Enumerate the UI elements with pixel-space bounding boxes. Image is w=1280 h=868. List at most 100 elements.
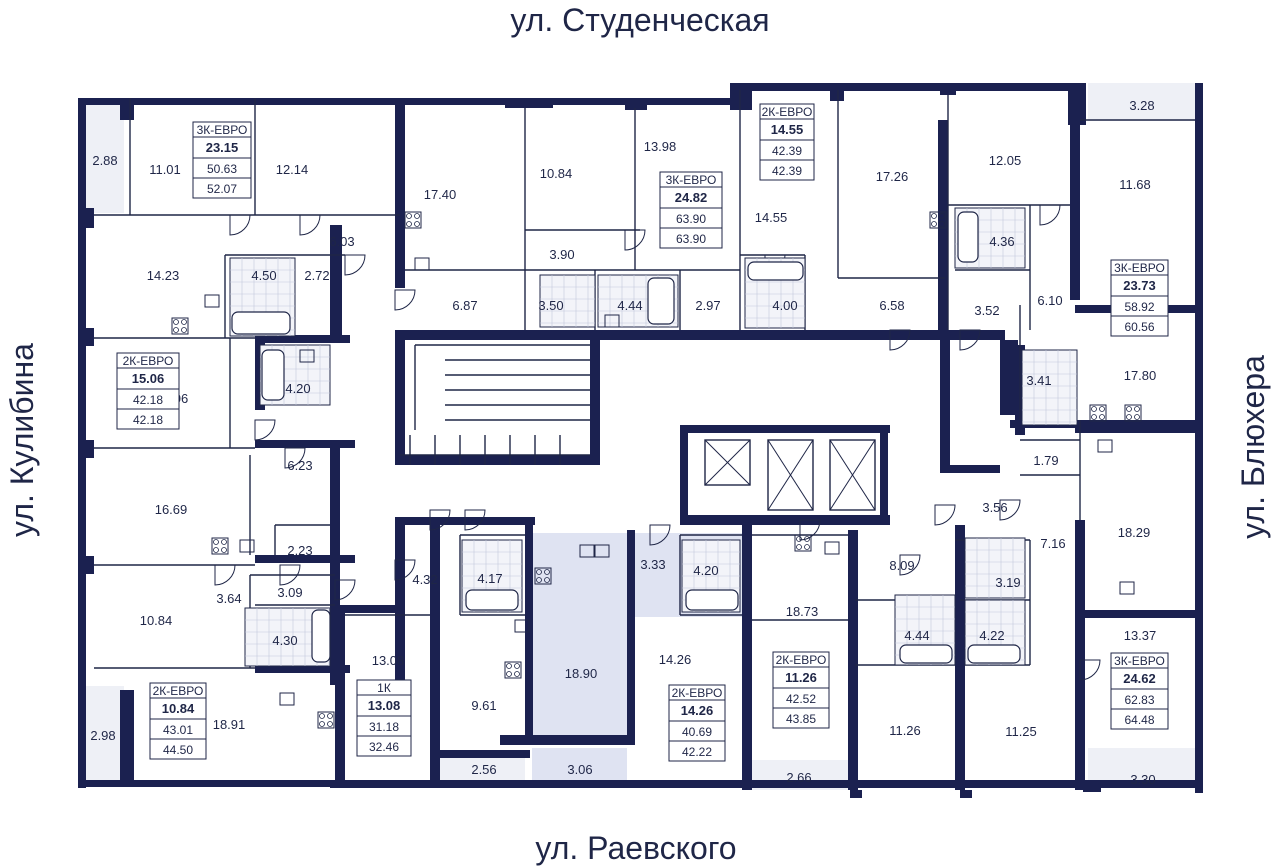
unit-living-area: 11.26 [785, 670, 817, 685]
room-area-label: 3.50 [538, 298, 563, 313]
stove-burner [514, 671, 520, 677]
unit-total-area: 31.18 [369, 720, 399, 734]
room-area-label: 8.09 [889, 558, 914, 573]
stove-burner [804, 544, 810, 550]
balcony-top-left [84, 103, 124, 213]
room-area-label: 4.30 [272, 633, 297, 648]
stove [317, 711, 335, 729]
highlight-unit-balcony [532, 748, 627, 786]
stove-burner [414, 221, 420, 227]
stove-burner [327, 721, 333, 727]
wall-segment [255, 335, 350, 343]
street-bottom-label: ул. Раевского [535, 830, 736, 866]
wall-segment [1000, 340, 1018, 415]
bathtub [261, 349, 285, 401]
room-area-label: 4.44 [904, 628, 929, 643]
unit-tag-band [659, 171, 723, 188]
wall-segment [680, 515, 890, 525]
bathtub [685, 589, 739, 611]
room-area-label: 10.84 [140, 613, 173, 628]
door-swing [344, 254, 366, 276]
stove-burner [181, 319, 187, 325]
room-area-label: 3.41 [1026, 373, 1051, 388]
room-area-label: 18.73 [786, 604, 819, 619]
unit-total-area: 58.92 [1124, 300, 1154, 314]
wall-segment [395, 98, 405, 288]
stove-burner [939, 213, 945, 219]
unit-total-area-with-balcony: 42.39 [772, 164, 802, 178]
room-area-label: 11.68 [1119, 177, 1151, 192]
stove-burner [506, 671, 512, 677]
room-area-label: 4.20 [285, 381, 310, 396]
unit-type: 3К-ЕВРО [1114, 654, 1165, 668]
wall-segment [940, 330, 1005, 340]
wall-segment [255, 555, 355, 563]
unit-total-area: 42.18 [133, 393, 163, 407]
room-area-label: 2.23 [287, 543, 312, 558]
wall-segment [335, 605, 345, 785]
room-area-label: 4.36 [989, 234, 1014, 249]
wall-segment [938, 120, 948, 330]
unit-tag-band [668, 684, 726, 701]
wall-segment [848, 530, 858, 790]
wall-segment [255, 440, 355, 448]
wall-segment [940, 330, 950, 465]
wall-segment [78, 328, 94, 346]
sink [204, 294, 220, 308]
sink [1097, 439, 1113, 453]
bathtub [747, 261, 804, 281]
stove-burner [1099, 414, 1105, 420]
door-swing [284, 447, 306, 469]
stove-burner [536, 577, 542, 583]
sink [299, 349, 315, 363]
room-area-label: 12.05 [989, 153, 1022, 168]
room-area-label: 16.69 [155, 502, 188, 517]
wall-segment [680, 425, 688, 525]
bathtub [311, 609, 331, 663]
wall-segment [830, 83, 844, 101]
stove-burner [804, 536, 810, 542]
wall-segment [625, 98, 647, 110]
room-area-label: 6.03 [329, 234, 354, 249]
wall-segment [1195, 83, 1203, 793]
wall-segment [1075, 520, 1085, 790]
balcony-bottom-left [84, 686, 124, 780]
bathtub [231, 311, 291, 335]
wall-segment [78, 780, 348, 787]
stove-burner [319, 713, 325, 719]
unit-tag-band [149, 682, 207, 699]
room-area-label: 4.22 [979, 628, 1004, 643]
wall-segment [78, 556, 94, 574]
door-swing [394, 559, 416, 581]
door-swing [799, 519, 821, 541]
sink [1119, 581, 1135, 595]
door-swing [649, 524, 671, 546]
stove-burner [1099, 406, 1105, 412]
unit-total-area-with-balcony: 42.22 [682, 745, 712, 759]
wall-segment [120, 98, 134, 120]
door-swing [334, 579, 356, 601]
wall-segment [395, 330, 1005, 340]
room-area-label: 17.80 [1124, 368, 1157, 383]
wall-segment [680, 425, 890, 433]
unit-living-area: 24.82 [675, 190, 708, 205]
unit-total-area-with-balcony: 52.07 [207, 182, 237, 196]
wall-segment [955, 525, 965, 790]
unit-tag-band [1110, 259, 1169, 276]
sink [414, 257, 430, 271]
stove-burner [181, 327, 187, 333]
bathroom-floor [1021, 349, 1078, 426]
wall-segment [940, 465, 1000, 473]
room-area-label: 14.26 [659, 652, 692, 667]
bathtub [957, 211, 979, 263]
